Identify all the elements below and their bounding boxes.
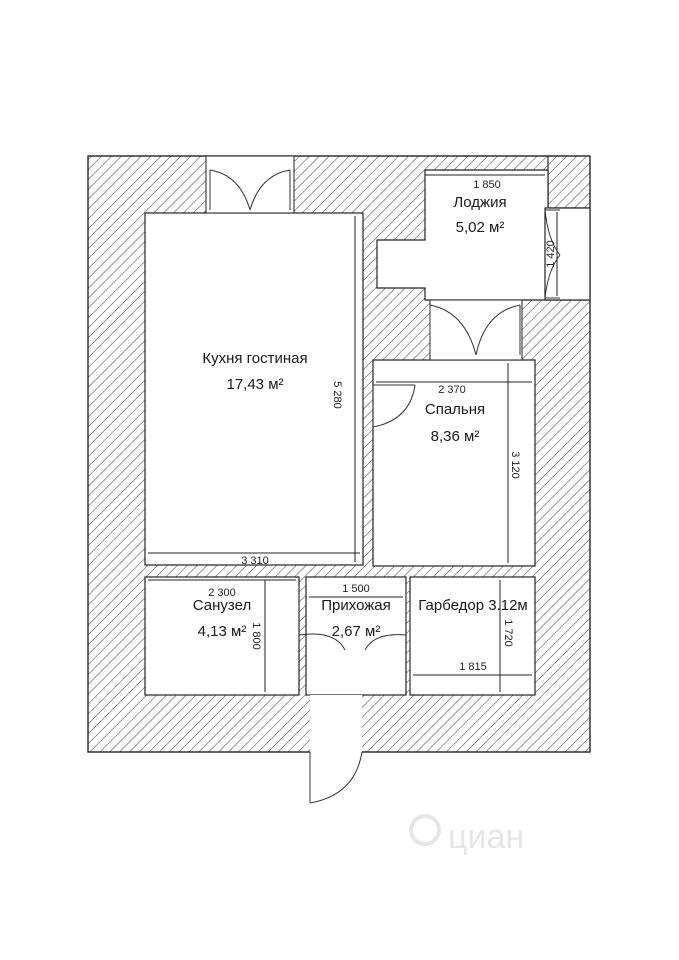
dim-loggia-height: 1 420 <box>545 240 557 268</box>
bathroom-name: Санузел <box>193 597 251 614</box>
kitchen-balcony-door <box>209 169 291 211</box>
kitchen-room <box>144 212 364 566</box>
bathroom-area: 4,13 м² <box>198 623 247 640</box>
dim-kitchen-width: 3 310 <box>241 555 269 567</box>
dim-kitchen-height: 5 280 <box>331 381 343 409</box>
window-kitchen <box>205 155 295 214</box>
loggia-name: Лоджия <box>453 194 506 211</box>
watermark-logo-icon <box>409 814 441 846</box>
hallway-door <box>364 585 407 651</box>
kitchen-area: 17,43 м² <box>226 376 283 393</box>
bathroom-room <box>144 576 300 696</box>
watermark-text: циан <box>448 818 524 856</box>
bedroom-name: Спальня <box>425 401 485 418</box>
dim-wardrobe-width: 1 815 <box>459 661 487 673</box>
dim-bedroom-width: 2 370 <box>438 384 466 396</box>
wardrobe-room <box>409 576 536 696</box>
entrance-gap <box>310 695 362 753</box>
dim-bedroom-height: 3 120 <box>509 451 521 479</box>
dim-loggia-width: 1 850 <box>473 179 501 191</box>
bedroom-door <box>372 384 416 428</box>
bathroom-door <box>298 585 346 651</box>
watermark: циан <box>409 814 524 856</box>
loggia-side-gap <box>544 207 591 301</box>
loggia-door <box>429 304 521 356</box>
bedroom-area: 8,36 м² <box>431 428 480 445</box>
doors <box>209 169 561 804</box>
dimension-lines <box>148 174 558 692</box>
loggia-area: 5,02 м² <box>456 219 505 236</box>
hallway-name: Прихожая <box>321 597 391 614</box>
hallway-area: 2,67 м² <box>332 623 381 640</box>
wardrobe-name: Гарбедор 3.12м <box>418 597 528 614</box>
loggia-side-door <box>544 209 561 299</box>
dim-bathroom-height: 1 800 <box>250 622 262 650</box>
dimension-labels: 1 850 1 420 5 280 3 310 2 370 3 120 2 30… <box>208 179 557 673</box>
dim-bathroom-width: 2 300 <box>208 587 236 599</box>
dim-hallway-width: 1 500 <box>342 583 370 595</box>
entrance-door <box>309 751 363 804</box>
dim-wardrobe-height: 1 720 <box>502 619 514 647</box>
room-labels: Кухня гостиная 17,43 м² Лоджия 5,02 м² С… <box>193 194 528 640</box>
kitchen-name: Кухня гостиная <box>202 350 307 367</box>
